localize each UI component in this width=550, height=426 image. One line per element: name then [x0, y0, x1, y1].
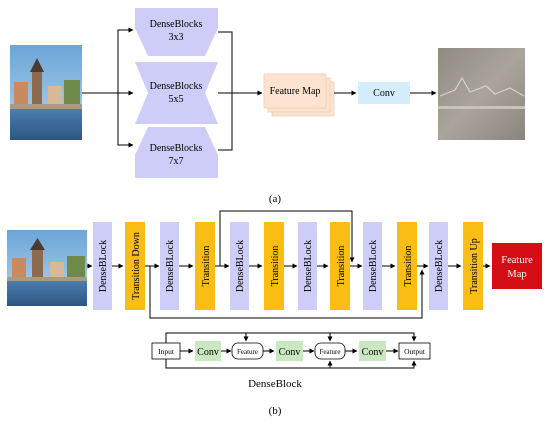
- denseblock-detail-arrows: [165, 332, 417, 369]
- detail-output: Output: [398, 342, 431, 360]
- denseblocks-7x7-line2: 7x7: [169, 156, 184, 167]
- pipeline-block-9-label: DenseBLock: [368, 240, 379, 292]
- denseblocks-5x5: DenseBlocks 5x5: [135, 62, 218, 124]
- detail-input: Input: [151, 342, 181, 360]
- caption-a: (a): [269, 193, 282, 205]
- detail-conv-2-label: Conv: [279, 347, 301, 358]
- pipeline-block-6: Transition: [264, 222, 284, 310]
- denseblocks-3x3: DenseBlocks 3x3: [135, 8, 218, 56]
- pipeline-arrows: [87, 210, 491, 319]
- detail-conv-1: Conv: [195, 341, 221, 361]
- pipeline-block-2-label: Transition Down: [131, 232, 142, 300]
- feature-map-output: Feature Map: [492, 243, 542, 289]
- pipeline-block-2: Transition Down: [125, 222, 145, 310]
- feature-map-a: Feature Map: [263, 73, 335, 117]
- conv-a: Conv: [358, 82, 410, 104]
- pipeline-block-12: Transition Up: [463, 222, 483, 310]
- denseblocks-3x3-line1: DenseBlocks: [150, 19, 203, 30]
- pipeline-block-6-label: Transition: [270, 246, 281, 287]
- input-image-b: [7, 230, 87, 306]
- detail-feature-1-label: Feature: [237, 348, 258, 356]
- detail-conv-3-label: Conv: [362, 347, 384, 358]
- denseblock-detail: Input Conv Feature Conv Feature Conv Out…: [151, 332, 431, 390]
- feature-map-output-line1: Feature: [501, 255, 533, 266]
- pipeline-block-4: Transition: [195, 222, 215, 310]
- pipeline-block-12-label: Transition Up: [469, 238, 480, 293]
- pipeline-block-10-label: Transition: [403, 246, 414, 287]
- denseblocks-7x7: DenseBlocks 7x7: [135, 127, 218, 178]
- merge-arrows-a: [218, 31, 263, 151]
- denseblocks-5x5-line1: DenseBlocks: [150, 81, 203, 92]
- feature-map-output-line2: Map: [507, 269, 526, 280]
- detail-conv-1-label: Conv: [197, 347, 219, 358]
- pipeline-block-5-label: DenseBLock: [235, 240, 246, 292]
- pipeline-block-5: DenseBLock: [230, 222, 249, 310]
- detail-conv-2: Conv: [276, 341, 303, 361]
- detail-feature-1: Feature: [231, 342, 264, 360]
- detail-output-label: Output: [404, 347, 426, 356]
- pipeline-block-1-label: DenseBLock: [98, 240, 109, 292]
- pipeline-block-7: DenseBLock: [298, 222, 317, 310]
- denseblocks-5x5-line2: 5x5: [169, 94, 184, 105]
- denseblock-detail-title: DenseBlock: [248, 378, 302, 390]
- pipeline-block-11-label: DenseBLock: [434, 240, 445, 292]
- feature-map-a-label: Feature Map: [270, 86, 321, 97]
- pipeline-block-4-label: Transition: [201, 246, 212, 287]
- output-image-a: [438, 48, 525, 140]
- input-image-a: [10, 45, 82, 140]
- pipeline-block-9: DenseBLock: [363, 222, 382, 310]
- detail-feature-2: Feature: [314, 342, 346, 360]
- detail-feature-2-label: Feature: [320, 348, 341, 356]
- pipeline-block-11: DenseBLock: [429, 222, 448, 310]
- branch-arrows-a: [82, 27, 134, 148]
- pipeline-block-3: DenseBLock: [160, 222, 179, 310]
- pipeline: DenseBLock Transition Down DenseBLock Tr…: [93, 222, 483, 310]
- detail-input-label: Input: [158, 347, 175, 356]
- pipeline-block-1: DenseBLock: [93, 222, 112, 310]
- denseblocks-7x7-line1: DenseBlocks: [150, 143, 203, 154]
- pipeline-block-7-label: DenseBLock: [303, 240, 314, 292]
- pipeline-block-10: Transition: [397, 222, 417, 310]
- detail-conv-3: Conv: [359, 341, 386, 361]
- caption-b: (b): [269, 405, 282, 417]
- conv-a-label: Conv: [373, 88, 395, 99]
- denseblocks-3x3-line2: 3x3: [169, 32, 184, 43]
- pipeline-block-8: Transition: [330, 222, 350, 310]
- pipeline-block-3-label: DenseBLock: [165, 240, 176, 292]
- pipeline-block-8-label: Transition: [336, 246, 347, 287]
